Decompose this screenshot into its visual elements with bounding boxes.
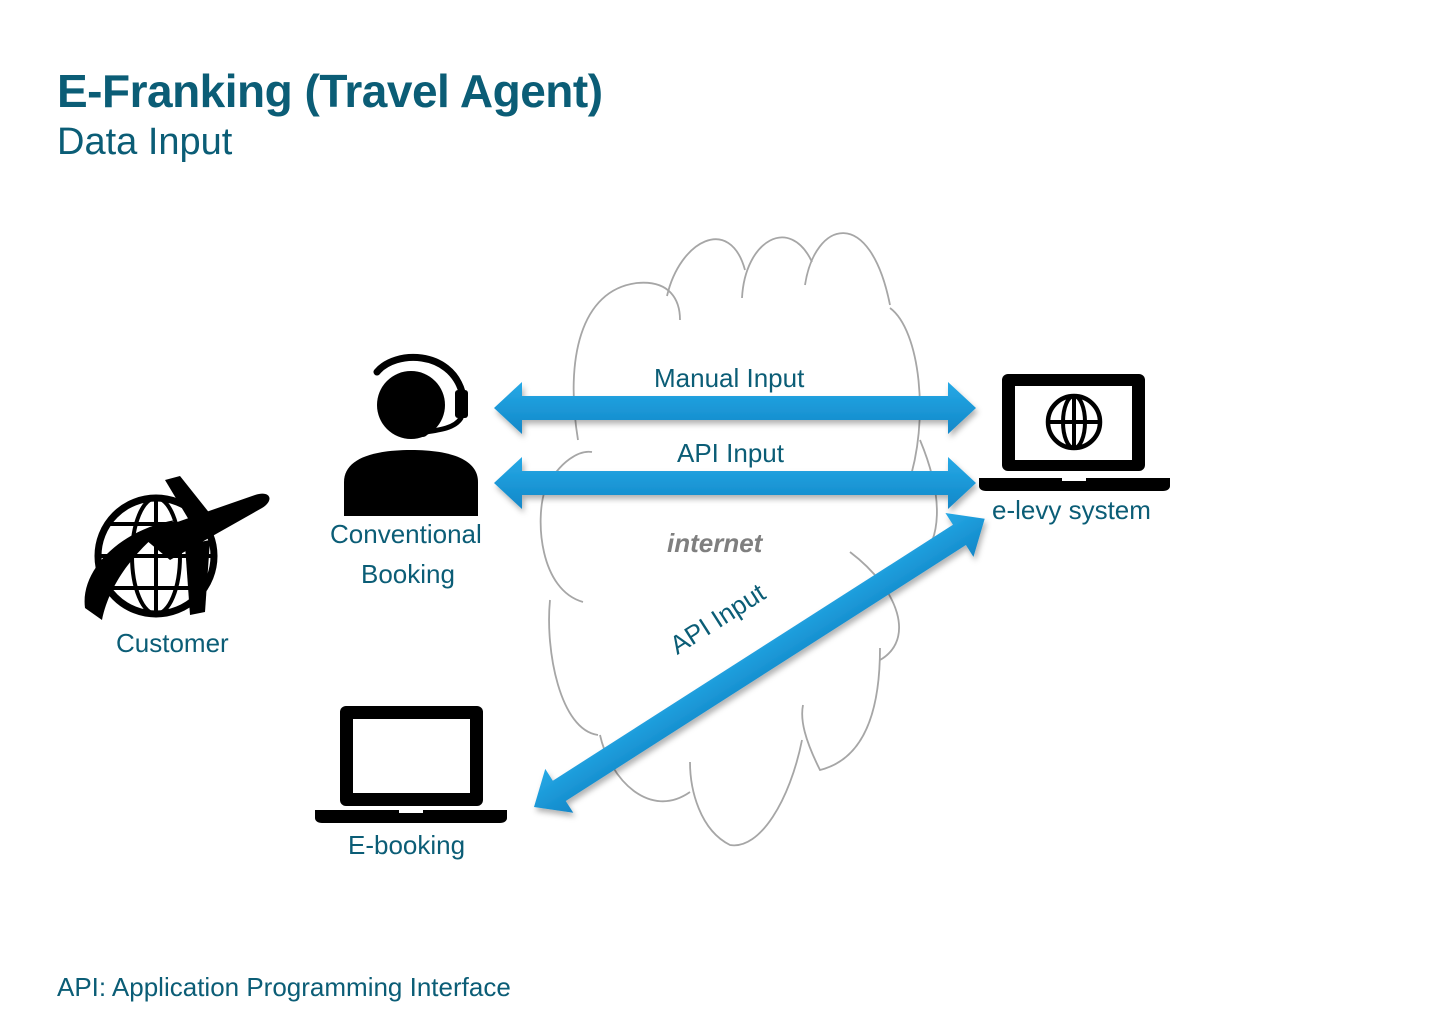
footnote: API: Application Programming Interface (57, 972, 511, 1002)
page-subtitle: Data Input (57, 121, 233, 163)
manual-input-label: Manual Input (654, 363, 805, 393)
laptop-icon (315, 706, 507, 823)
customer-label: Customer (116, 628, 229, 658)
e-levy-system-label: e-levy system (992, 495, 1151, 525)
e-booking-label: E-booking (348, 830, 466, 860)
api-input-label-conventional: API Input (677, 438, 784, 468)
internet-label: internet (667, 528, 763, 558)
airplane-globe-icon (84, 476, 270, 620)
conventional-booking-label-line2: Booking (361, 559, 455, 589)
agent-headset-icon (344, 353, 478, 516)
api-input-arrow-conventional (494, 457, 976, 509)
conventional-booking-label-line1: Conventional (330, 519, 482, 549)
manual-input-arrow (494, 382, 976, 434)
api-input-arrow-ebooking (534, 513, 985, 813)
laptop-globe-icon (979, 374, 1170, 491)
cloud-icon (539, 232, 938, 847)
page-title: E-Franking (Travel Agent) (57, 65, 603, 117)
